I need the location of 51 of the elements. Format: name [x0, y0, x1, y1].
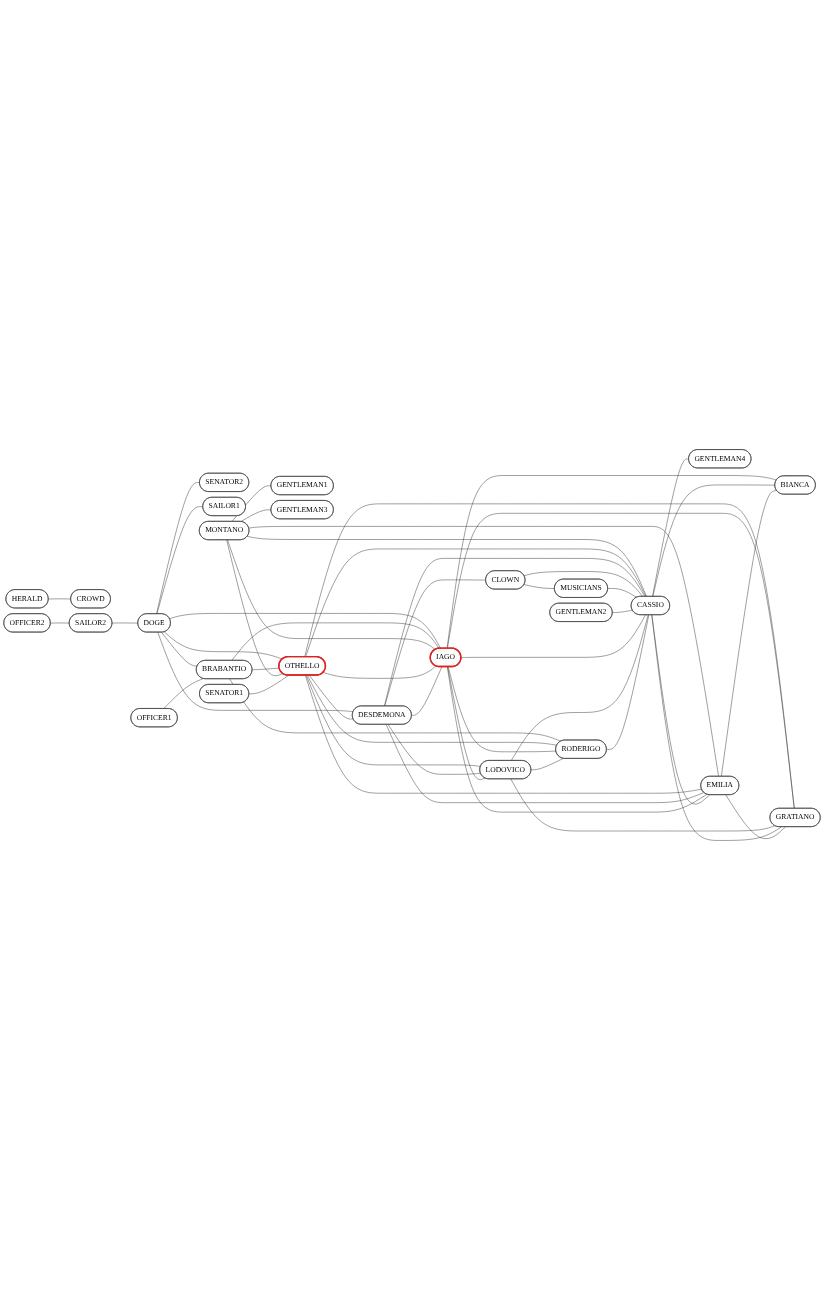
connector [157, 632, 354, 713]
connector [305, 675, 481, 767]
connector [231, 622, 440, 661]
connector [721, 490, 777, 777]
connector [384, 579, 487, 707]
connector [523, 571, 644, 597]
connector [607, 588, 637, 598]
connector [651, 614, 782, 841]
connector [111, 622, 139, 624]
connector [387, 724, 481, 775]
connector [50, 622, 70, 624]
connector [227, 539, 436, 650]
connector [161, 632, 198, 667]
connector [305, 548, 647, 658]
connector [446, 475, 777, 649]
connector [530, 758, 564, 771]
connector [447, 513, 795, 809]
connector [652, 484, 776, 597]
connector [240, 509, 272, 522]
connector [304, 503, 795, 809]
connector [169, 613, 441, 649]
connector [510, 778, 776, 832]
connector [48, 598, 72, 600]
connector [247, 536, 647, 597]
connector [252, 667, 280, 670]
connector [447, 666, 557, 753]
connector [322, 665, 437, 679]
connector [309, 675, 354, 720]
connector [229, 678, 562, 742]
connector [307, 675, 558, 746]
connector [305, 675, 702, 794]
connector [606, 614, 650, 750]
connector [651, 614, 710, 805]
connector [523, 584, 555, 589]
connector [510, 614, 649, 761]
connector [156, 506, 204, 615]
connector [447, 666, 708, 813]
connector [384, 558, 646, 707]
connector [411, 666, 443, 716]
connector [156, 482, 200, 615]
connector [248, 526, 719, 777]
connector [226, 539, 284, 676]
connector [652, 458, 690, 597]
connector [164, 631, 283, 660]
connector [248, 675, 290, 695]
connector [725, 794, 786, 839]
connector [612, 609, 633, 613]
connector [163, 678, 204, 709]
connector [385, 724, 705, 803]
connector [231, 485, 272, 522]
connector [460, 614, 646, 658]
